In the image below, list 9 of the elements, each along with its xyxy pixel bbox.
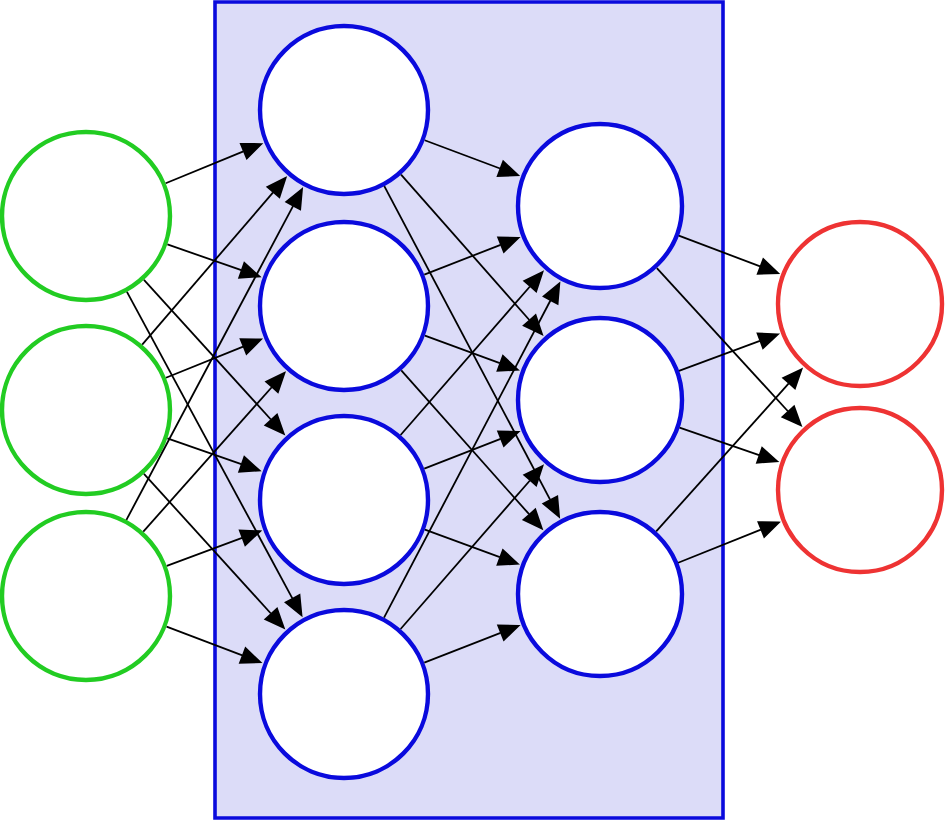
neuron-circle <box>257 219 431 393</box>
neuron-circle <box>257 607 431 781</box>
neuron-circle <box>775 219 945 389</box>
neuron-circle <box>515 315 685 485</box>
neuron-circle <box>515 121 685 291</box>
neuron-circle <box>257 413 431 587</box>
neuron-circle <box>257 23 431 197</box>
neuron-circle <box>515 509 685 679</box>
neuron-circle <box>775 405 945 575</box>
